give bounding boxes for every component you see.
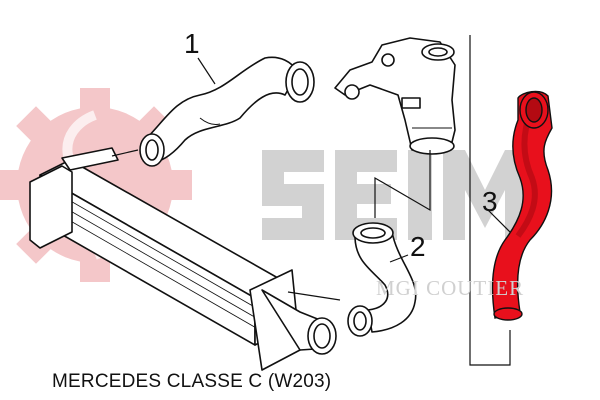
seim-logo-letters <box>262 150 527 240</box>
callout-part-1: 1 <box>184 28 200 59</box>
intercooler-radiator <box>29 147 337 371</box>
hose-part-1 <box>139 56 315 167</box>
mgi-coutier-watermark-text: MGI COUTIER <box>376 276 525 300</box>
throttle-body <box>334 37 456 155</box>
hose-part-3-highlighted <box>491 90 553 321</box>
vehicle-model-caption: MERCEDES CLASSE C (W203) <box>52 371 332 392</box>
leader-lines <box>111 35 511 366</box>
hose-part-2 <box>347 222 417 337</box>
callout-part-3: 3 <box>482 186 498 217</box>
callout-part-2: 2 <box>410 231 426 262</box>
